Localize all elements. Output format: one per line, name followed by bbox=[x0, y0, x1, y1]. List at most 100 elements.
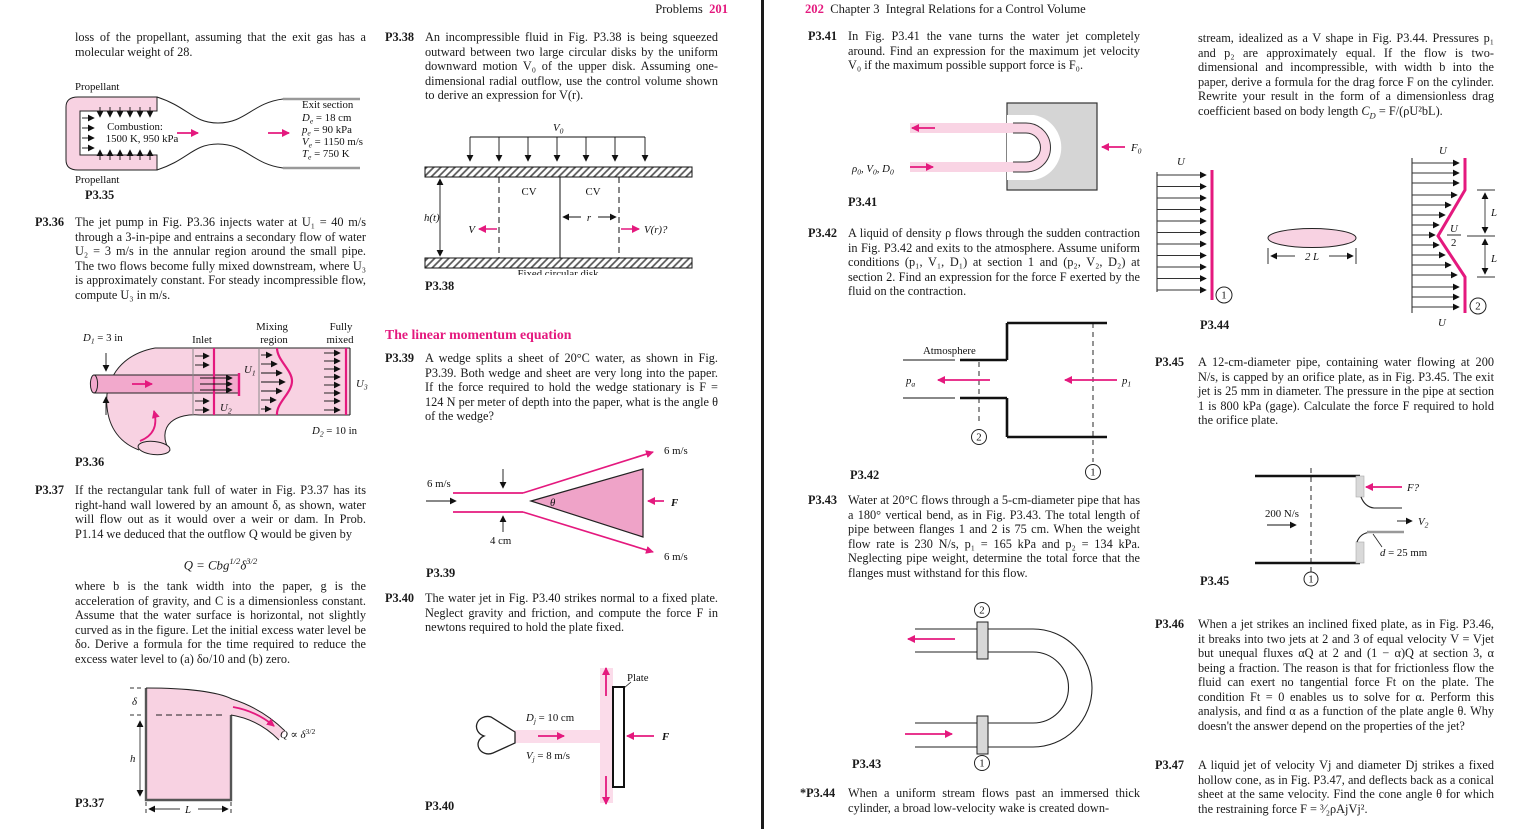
problem-text: The jet pump in Fig. P3.36 injects water… bbox=[75, 215, 366, 302]
exit-temperature-label: Te = 750 K bbox=[302, 148, 350, 162]
atmosphere-label: Atmosphere bbox=[923, 345, 976, 357]
nozzle bbox=[475, 715, 516, 755]
speed-left-label: 6 m/s bbox=[427, 478, 451, 490]
cv-label-1: CV bbox=[522, 186, 537, 198]
p344-text: stream, idealized as a V shape in Fig. P… bbox=[1198, 31, 1494, 118]
figure-p3-40: Plate Dj = 10 cm Vj = 8 m/s F bbox=[438, 648, 728, 816]
inlet-properties-label: ρ0, V0, D0 bbox=[851, 163, 894, 177]
caption-p3-39: P3.39 bbox=[426, 566, 456, 580]
h-label: h bbox=[130, 753, 135, 765]
eq-lhs: Q = Cbg bbox=[183, 558, 230, 573]
tank-and-spill bbox=[144, 687, 286, 802]
propellant-bottom-label: Propellant bbox=[75, 174, 119, 186]
caption-p3-41: P3.41 bbox=[848, 195, 878, 209]
flow-arrows bbox=[905, 635, 955, 738]
delta-label: δ bbox=[132, 696, 138, 708]
flanges bbox=[976, 621, 989, 755]
right-page-number: 202 bbox=[805, 2, 824, 16]
problem-p3-46: P3.46 When a jet strikes an inclined fix… bbox=[1155, 617, 1494, 733]
figure-p3-37: δ h L Q ∝ δ3/2 bbox=[128, 682, 373, 822]
caption-p3-45: P3.45 bbox=[1200, 574, 1230, 588]
problem-p3-36: P3.36 The jet pump in Fig. P3.36 injects… bbox=[35, 215, 366, 302]
station-1-number: 1 bbox=[1221, 290, 1226, 302]
problem-p3-38: P3.38 An incompressible fluid in Fig. P3… bbox=[385, 30, 718, 103]
caption-p3-42: P3.42 bbox=[850, 468, 880, 482]
problem-number: P3.40 bbox=[385, 591, 415, 605]
problem-number: P3.42 bbox=[808, 226, 838, 240]
u1-label: U1 bbox=[244, 364, 256, 378]
jet-diameter-label: d = 25 mm bbox=[1380, 547, 1428, 559]
l-label-upper: L bbox=[1490, 207, 1497, 219]
ht-label: h(t) bbox=[424, 212, 440, 224]
problem-number: P3.41 bbox=[808, 29, 838, 43]
cylinder: 2 L bbox=[1267, 228, 1357, 264]
dimension-marks bbox=[130, 687, 232, 814]
u-half-denominator: 2 bbox=[1451, 237, 1456, 249]
problem-p3-37: P3.37 If the rectangular tank full of wa… bbox=[35, 483, 366, 541]
upper-disk bbox=[424, 136, 693, 178]
combustion-label-1: Combustion: bbox=[107, 121, 163, 133]
problem-p3-39: P3.39 A wedge splits a sheet of 20°C wat… bbox=[385, 351, 718, 424]
water-jet bbox=[513, 667, 613, 805]
d1-label: D1 = 3 in bbox=[82, 332, 123, 346]
section-2-number: 2 bbox=[976, 432, 981, 444]
figure-p3-39: 6 m/s 6 m/s 6 m/s 4 cm θ F bbox=[398, 440, 730, 568]
water-sheet bbox=[426, 450, 654, 554]
problem-number: P3.47 bbox=[1155, 758, 1185, 772]
vj-label: Vj = 8 m/s bbox=[526, 750, 570, 764]
section-heading: The linear momentum equation bbox=[385, 327, 572, 342]
upstream-profile: 1 U bbox=[1156, 156, 1233, 304]
equation-p3-37: Q = Cbg1/2δ3/2 bbox=[75, 556, 366, 573]
problem-text: A wedge splits a sheet of 20°C water, as… bbox=[425, 351, 718, 424]
right-running-head: 202 Chapter 3 Integral Relations for a C… bbox=[805, 2, 1086, 17]
problem-number: P3.43 bbox=[808, 493, 838, 507]
cv-label-2: CV bbox=[586, 186, 601, 198]
u-label-1: U bbox=[1177, 156, 1186, 168]
f-label: F bbox=[661, 731, 670, 743]
v-label: V bbox=[468, 224, 476, 236]
plate-label: Plate bbox=[627, 672, 649, 684]
exit-jet bbox=[1356, 496, 1404, 548]
caption-p3-36: P3.36 bbox=[75, 455, 105, 469]
p335-continued-text: loss of the propellant, assuming that th… bbox=[75, 30, 366, 59]
cd-formula: = F/(ρU²bL). bbox=[1375, 103, 1443, 118]
p337-text-2: where b is the tank width into the paper… bbox=[75, 579, 366, 666]
caption-p3-38: P3.38 bbox=[425, 279, 455, 293]
eq-delta: δ bbox=[240, 558, 247, 573]
figure-p3-38: V0 CV CV h(t) r V V(r)? Fixed circular d… bbox=[423, 113, 723, 275]
r-label: r bbox=[587, 212, 592, 224]
plate bbox=[612, 686, 625, 788]
u-half-numerator: U bbox=[1450, 223, 1459, 235]
caption-p3-44: P3.44 bbox=[1200, 318, 1230, 332]
problem-text: A 12-cm-diameter pipe, containing water … bbox=[1198, 355, 1494, 428]
exit-section-label: Exit section bbox=[302, 99, 354, 111]
exit-pressure-label: pe = 90 kPa bbox=[301, 124, 352, 138]
u-label-2: U bbox=[1439, 145, 1448, 157]
contraction-walls bbox=[903, 321, 1107, 439]
right-head-title: Chapter 3 Integral Relations for a Contr… bbox=[830, 2, 1086, 16]
combustion-label-2: 1500 K, 950 kPa bbox=[106, 133, 179, 145]
2l-label: 2 L bbox=[1305, 251, 1319, 263]
inlet-label: Inlet bbox=[192, 334, 212, 346]
problem-p3-44: *P3.44 When a uniform stream flows past … bbox=[800, 786, 1140, 815]
figure-p3-36: D1 = 3 in Inlet Mixing region Fully mixe… bbox=[60, 315, 380, 463]
u3-label: U3 bbox=[356, 378, 368, 392]
flange-1-circle bbox=[974, 755, 990, 771]
dj-label: Dj = 10 cm bbox=[525, 712, 575, 726]
problem-p3-40: P3.40 The water jet in Fig. P3.40 strike… bbox=[385, 591, 718, 635]
eq-exp-2: 3/2 bbox=[246, 556, 258, 566]
speed-top-label: 6 m/s bbox=[664, 445, 688, 457]
u2-label: U2 bbox=[220, 402, 232, 416]
l-label: L bbox=[184, 804, 191, 816]
plate-pointer bbox=[623, 681, 632, 689]
flange-2-circle bbox=[974, 602, 990, 618]
flange-2-number: 2 bbox=[979, 605, 984, 617]
u-label-3: U bbox=[1438, 317, 1447, 329]
left-head-title: Problems bbox=[655, 2, 703, 16]
weight-flow-label: 200 N/s bbox=[1265, 508, 1299, 520]
v0-label: V0 bbox=[553, 122, 564, 136]
4cm-label: 4 cm bbox=[490, 535, 512, 547]
figure-p3-44: 1 U 2 L U U U 2 L bbox=[1155, 145, 1517, 333]
problem-text: When a uniform stream flows past an imme… bbox=[848, 786, 1140, 815]
